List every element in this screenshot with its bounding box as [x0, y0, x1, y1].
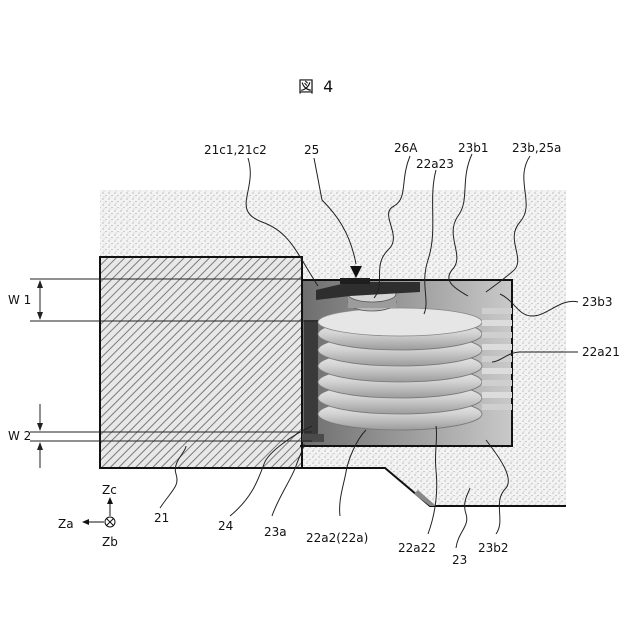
- label-21: 21: [154, 511, 169, 525]
- plate-25: [340, 278, 370, 284]
- figure-title: 図 4: [298, 77, 335, 96]
- w2-arrowhead-lower: [37, 442, 43, 450]
- label-23b2: 23b2: [478, 541, 509, 555]
- rib: [482, 320, 512, 326]
- rib: [482, 368, 512, 374]
- label-22a21: 22a21: [582, 345, 620, 359]
- rib: [482, 332, 512, 338]
- rib: [482, 392, 512, 398]
- label-w2: W 2: [8, 429, 31, 443]
- gap-24: [304, 320, 318, 436]
- label-25: 25: [304, 143, 319, 157]
- right-ribs: [482, 308, 512, 410]
- axis-indicator: Zc Za Zb: [58, 483, 118, 549]
- rib: [482, 308, 512, 314]
- hatched-part-21: [100, 257, 302, 468]
- w1-arrowhead-bottom: [37, 312, 43, 320]
- w2-arrowhead-upper: [37, 423, 43, 431]
- label-23: 23: [452, 553, 467, 567]
- housing-top-region: [100, 190, 566, 258]
- label-22a2-22a: 22a2(22a): [306, 531, 368, 545]
- axis-zc-arrowhead: [107, 497, 113, 504]
- axis-zb-label: Zb: [102, 535, 118, 549]
- coil-disc-top: [318, 308, 482, 336]
- rib: [482, 344, 512, 350]
- label-22a22: 22a22: [398, 541, 436, 555]
- label-23b-25a: 23b,25a: [512, 141, 561, 155]
- axis-za-arrowhead: [82, 519, 89, 525]
- label-23b3: 23b3: [582, 295, 613, 309]
- label-22a23: 22a23: [416, 157, 454, 171]
- rib: [482, 404, 512, 410]
- w1-arrowhead-top: [37, 280, 43, 288]
- label-w1: W 1: [8, 293, 31, 307]
- label-21c1-21c2: 21c1,21c2: [204, 143, 267, 157]
- axis-za-label: Za: [58, 517, 74, 531]
- axis-zc-label: Zc: [102, 483, 117, 497]
- label-24: 24: [218, 519, 233, 533]
- rib: [482, 380, 512, 386]
- label-23b1: 23b1: [458, 141, 489, 155]
- label-26A: 26A: [394, 141, 418, 155]
- label-23a: 23a: [264, 525, 287, 539]
